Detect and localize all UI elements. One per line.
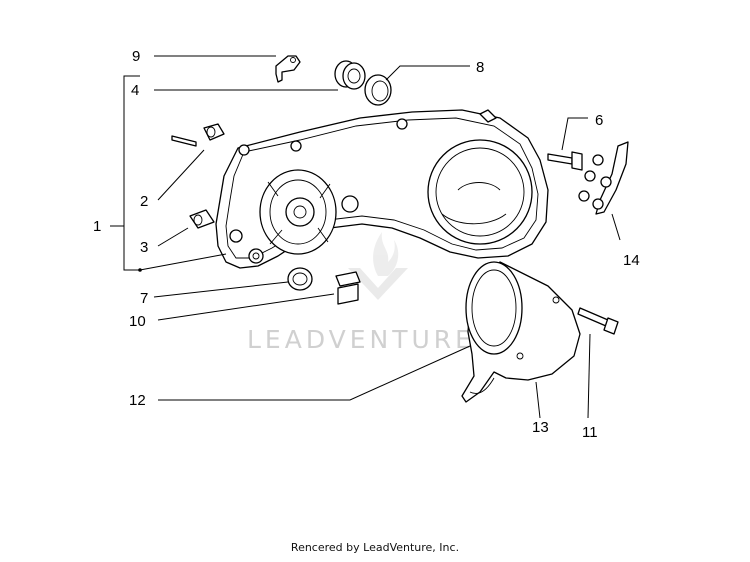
callout-12: 12 bbox=[129, 392, 146, 409]
part-14-clip bbox=[578, 141, 629, 215]
callout-10: 10 bbox=[129, 313, 146, 330]
footer-credit: Rencered by LeadVenture, Inc. bbox=[290, 541, 460, 554]
part-8-seal bbox=[364, 74, 392, 106]
callout-11: 11 bbox=[582, 424, 598, 441]
leadventure-logo-icon bbox=[348, 232, 408, 300]
part-7-plug bbox=[287, 267, 313, 291]
part-10-block bbox=[335, 271, 361, 305]
watermark: LEADVENTURE bbox=[247, 232, 475, 354]
part-4-bearing bbox=[334, 60, 366, 90]
callout-4: 4 bbox=[131, 82, 139, 99]
callout-1: 1 bbox=[93, 218, 101, 235]
callout-2: 2 bbox=[140, 193, 148, 210]
watermark-text: LEADVENTURE bbox=[247, 325, 475, 354]
callout-3: 3 bbox=[140, 239, 148, 256]
part-11-bolt bbox=[577, 307, 619, 335]
part-13-air-duct bbox=[461, 261, 581, 403]
callout-9: 9 bbox=[132, 48, 140, 65]
leader-lines bbox=[110, 55, 621, 419]
callout-8: 8 bbox=[476, 59, 484, 76]
callout-7: 7 bbox=[140, 290, 148, 307]
part-2-dowel bbox=[171, 123, 225, 147]
part-9-bracket bbox=[275, 55, 301, 83]
transmission-cover bbox=[215, 109, 549, 269]
part-3-bushing bbox=[189, 209, 215, 229]
callout-14: 14 bbox=[623, 252, 640, 269]
callout-13: 13 bbox=[532, 419, 549, 436]
part-6-screw bbox=[547, 151, 583, 171]
callout-labels: 9 4 8 2 1 3 7 10 12 6 14 13 11 bbox=[93, 48, 640, 441]
callout-6: 6 bbox=[595, 112, 603, 129]
